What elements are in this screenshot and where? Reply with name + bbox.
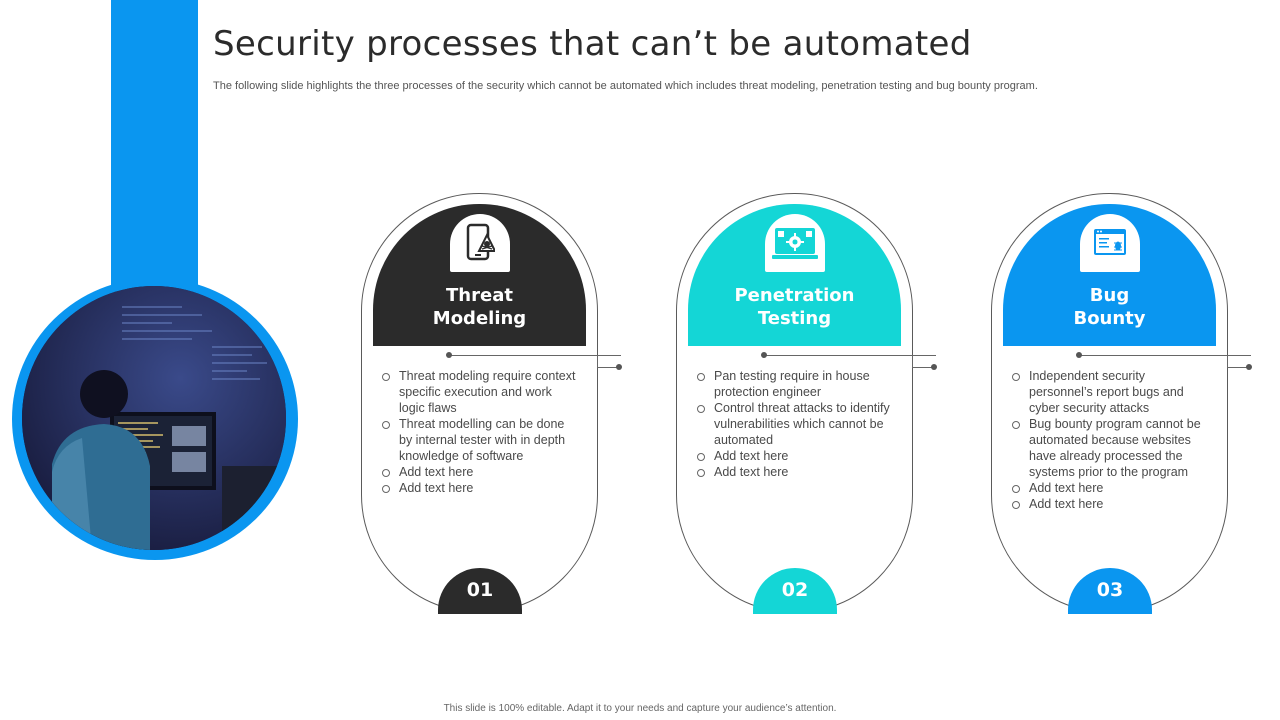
card-title: Threat Modeling [373, 284, 586, 330]
card-threat-modeling: Threat Modeling Threat modeling require … [361, 193, 622, 614]
step-number: 01 [438, 568, 522, 614]
step-number: 02 [753, 568, 837, 614]
card-title-line: Bug [1089, 285, 1130, 306]
page-title: Security processes that can’t be automat… [213, 24, 972, 64]
list-item: Add text here [380, 480, 580, 496]
list-item: Add text here [695, 448, 895, 464]
card-title-line: Testing [757, 308, 832, 329]
connector-line [1227, 355, 1228, 367]
list-item: Threat modeling require context specific… [380, 368, 580, 416]
bullet-list: Pan testing require in house protection … [695, 368, 895, 480]
connector-dot [1076, 352, 1082, 358]
browser-bug-icon [1080, 214, 1140, 272]
card-title-line: Threat [446, 285, 513, 306]
phone-skull-icon [450, 214, 510, 272]
connector-dot [616, 364, 622, 370]
connector-line [449, 355, 621, 356]
connector-line [1079, 355, 1251, 356]
list-item: Add text here [1010, 496, 1210, 512]
card-header: Threat Modeling [373, 204, 586, 346]
footer-note: This slide is 100% editable. Adapt it to… [443, 703, 837, 714]
card-title-line: Bounty [1073, 308, 1146, 329]
connector-line [764, 355, 936, 356]
connector-line [912, 367, 934, 368]
list-item: Threat modelling can be done by internal… [380, 416, 580, 464]
accent-bar [111, 0, 198, 300]
card-bug-bounty: Bug Bounty Independent security personne… [991, 193, 1252, 614]
list-item: Pan testing require in house protection … [695, 368, 895, 400]
connector-line [912, 355, 913, 367]
connector-line [597, 367, 619, 368]
card-title: Penetration Testing [688, 284, 901, 330]
page-subtitle: The following slide highlights the three… [213, 80, 1038, 92]
card-title-line: Modeling [432, 308, 527, 329]
card-title: Bug Bounty [1003, 284, 1216, 330]
card-title-line: Penetration [734, 285, 855, 306]
connector-dot [1246, 364, 1252, 370]
hacker-photo [22, 286, 286, 550]
connector-dot [931, 364, 937, 370]
connector-line [597, 355, 598, 367]
step-number: 03 [1068, 568, 1152, 614]
list-item: Add text here [1010, 480, 1210, 496]
list-item: Add text here [695, 464, 895, 480]
bullet-list: Threat modeling require context specific… [380, 368, 580, 496]
list-item: Bug bounty program cannot be automated b… [1010, 416, 1210, 480]
list-item: Add text here [380, 464, 580, 480]
card-penetration-testing: Penetration Testing Pan testing require … [676, 193, 937, 614]
list-item: Control threat attacks to identify vulne… [695, 400, 895, 448]
card-header: Penetration Testing [688, 204, 901, 346]
connector-line [1227, 367, 1249, 368]
list-item: Independent security personnel’s report … [1010, 368, 1210, 416]
connector-dot [761, 352, 767, 358]
card-header: Bug Bounty [1003, 204, 1216, 346]
bullet-list: Independent security personnel’s report … [1010, 368, 1210, 512]
monitor-gear-icon [765, 214, 825, 272]
connector-dot [446, 352, 452, 358]
